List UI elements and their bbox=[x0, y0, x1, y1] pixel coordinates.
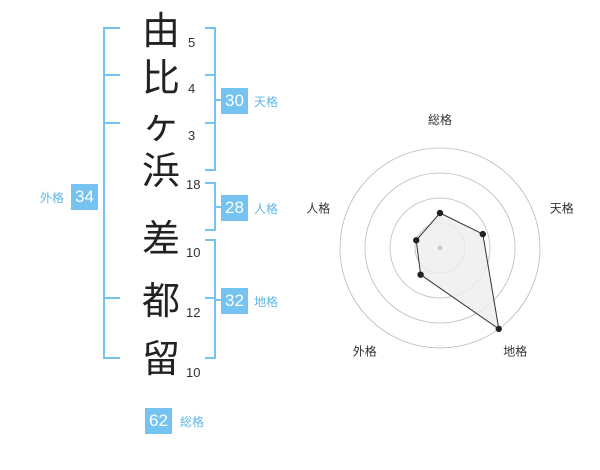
soukaku-label: 総格 bbox=[180, 415, 205, 429]
tenkaku-badge: 30 bbox=[221, 88, 248, 114]
stroke-count-1: 5 bbox=[188, 35, 196, 50]
chikaku-label: 地格 bbox=[254, 295, 279, 309]
radar-point-5 bbox=[413, 237, 420, 244]
radar-point-2 bbox=[479, 230, 486, 238]
radar-axis-label-4: 外格 bbox=[353, 344, 377, 359]
stroke-count-7: 10 bbox=[186, 365, 201, 380]
name-char-7: 留 bbox=[141, 337, 180, 381]
jinkaku-badge: 28 bbox=[221, 195, 248, 221]
radar-center bbox=[437, 245, 443, 251]
radar-ring-3 bbox=[364, 172, 516, 324]
chikaku-badge: 32 bbox=[221, 288, 248, 314]
jinkaku-label: 人格 bbox=[254, 202, 279, 216]
radar-point-3 bbox=[495, 325, 502, 333]
name-char-5: 差 bbox=[141, 217, 180, 261]
radar-axis-label-5: 人格 bbox=[306, 200, 330, 215]
gaikaku-label: 外格 bbox=[40, 191, 65, 205]
radar-ring-4 bbox=[339, 147, 541, 349]
name-char-1: 由 bbox=[141, 9, 180, 53]
gaikaku-bracket bbox=[103, 27, 120, 359]
tenkaku-label: 天格 bbox=[254, 95, 279, 109]
gaikaku-badge: 34 bbox=[71, 184, 98, 210]
stroke-count-2: 4 bbox=[188, 81, 196, 96]
radar-ring-2 bbox=[389, 197, 491, 299]
stroke-count-4: 18 bbox=[186, 177, 201, 192]
radar-axis-label-2: 天格 bbox=[550, 200, 574, 215]
radar-area bbox=[415, 212, 500, 330]
soukaku-badge: 62 bbox=[145, 408, 172, 434]
radar-point-4 bbox=[417, 271, 424, 278]
name-char-4: 浜 bbox=[141, 149, 180, 193]
stroke-count-6: 12 bbox=[186, 305, 201, 320]
radar-axis-label-1: 総格 bbox=[428, 112, 452, 127]
radar-point-1 bbox=[436, 209, 444, 217]
radar-axis-label-3: 地格 bbox=[503, 344, 527, 359]
stroke-count-3: 3 bbox=[188, 128, 196, 143]
name-char-6: 都 bbox=[141, 279, 180, 323]
stroke-count-5: 10 bbox=[186, 245, 201, 260]
name-char-2: 比 bbox=[141, 56, 180, 100]
name-char-3: ヶ bbox=[141, 103, 180, 147]
